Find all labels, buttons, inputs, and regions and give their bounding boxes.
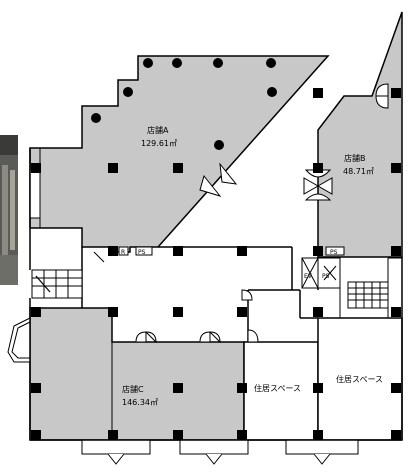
store-b-top-door xyxy=(375,83,389,109)
square-columns xyxy=(31,88,401,440)
store-c-area-label: 146.34㎡ xyxy=(122,398,158,407)
elevator-block xyxy=(301,257,341,289)
bay-windows-bottom xyxy=(81,439,359,465)
outer-walls xyxy=(29,148,403,441)
left-stairs xyxy=(31,269,83,299)
ps-label-2: PS xyxy=(330,249,338,256)
photo-thumbnail xyxy=(0,135,18,285)
residence-1-label: 住居スペース xyxy=(254,383,301,393)
store-a-round-columns xyxy=(91,58,277,150)
store-b-area xyxy=(317,11,403,258)
store-a-area-label: 129.61㎡ xyxy=(141,139,177,148)
ps-label-1: PS xyxy=(138,249,146,256)
store-c-name: 店舗C xyxy=(122,384,144,394)
corridor-doors xyxy=(93,251,259,344)
store-a-name: 店舗A xyxy=(147,125,169,135)
ps-boxes xyxy=(118,246,345,256)
r-mark-label: R xyxy=(121,249,125,256)
residence-1-area xyxy=(243,341,319,441)
corridor-walls xyxy=(81,246,319,342)
store-a-door xyxy=(199,162,238,197)
store-b-name: 店舗B xyxy=(344,153,366,163)
store-c-area xyxy=(29,307,245,441)
store-a-area xyxy=(29,55,330,253)
ps-label-3: PS xyxy=(322,273,330,280)
bay-window-left xyxy=(7,317,31,363)
right-stairs xyxy=(339,257,402,318)
residence-2-label: 住居スペース xyxy=(336,374,383,384)
store-b-door xyxy=(303,169,333,201)
store-b-area-label: 48.71㎡ xyxy=(343,167,374,176)
ev-label: EV xyxy=(304,273,313,280)
